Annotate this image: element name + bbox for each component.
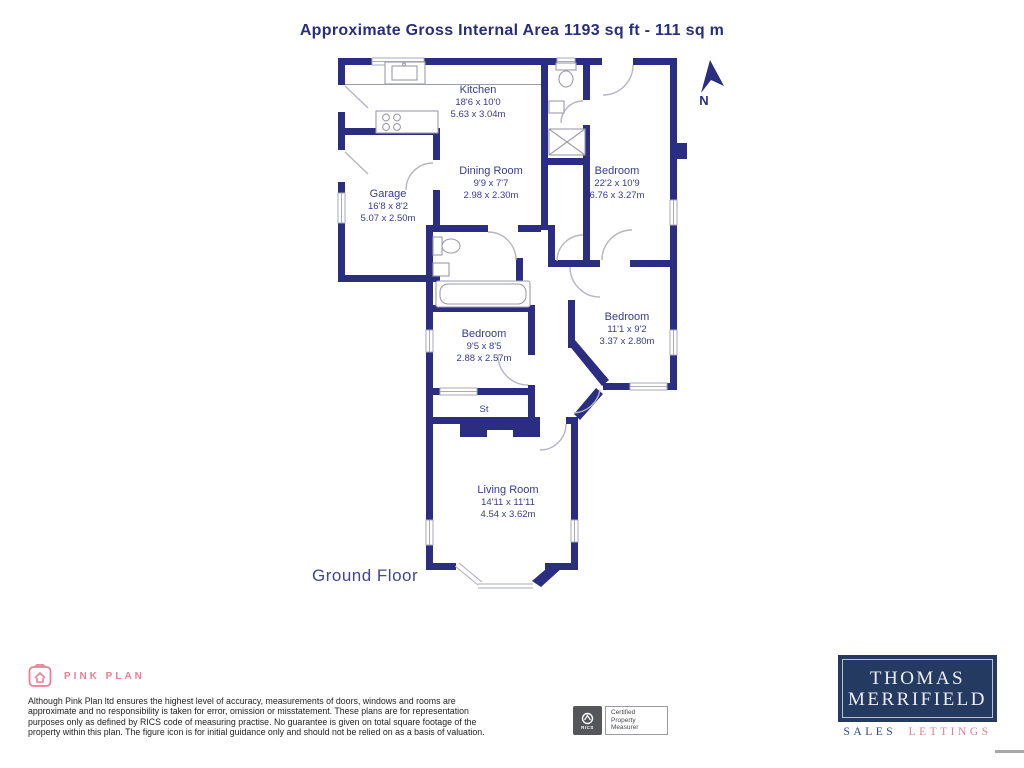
svg-text:6.76 x 3.27m: 6.76 x 3.27m [590,190,645,201]
svg-text:Dining Room: Dining Room [459,165,523,177]
svg-text:Living Room: Living Room [477,484,538,496]
room-label-bedroom2: Bedroom 11'1 x 9'2 3.37 x 2.80m [600,311,655,347]
svg-text:2.98 x 2.30m: 2.98 x 2.30m [464,190,519,201]
svg-text:5.07 x 2.50m: 5.07 x 2.50m [361,213,416,224]
bathtub-icon [435,280,531,308]
disclaimer-line: Although Pink Plan ltd ensures the highe… [28,696,456,706]
wc-basin-icon [548,100,565,114]
agency-logo: THOMAS MERRIFIELD [838,655,997,722]
pink-plan-branding: PINK PLAN [28,664,145,688]
svg-text:18'6 x 10'0: 18'6 x 10'0 [455,97,500,108]
page-corner-mark [995,750,1024,753]
bathroom-basin-icon [432,262,450,277]
svg-text:22'2 x 10'9: 22'2 x 10'9 [594,178,639,189]
svg-text:3.37 x 2.80m: 3.37 x 2.80m [600,336,655,347]
svg-text:Kitchen: Kitchen [460,84,497,96]
room-label-living: Living Room 14'11 x 11'11 4.54 x 3.62m [477,484,538,520]
svg-text:Bedroom: Bedroom [595,165,640,177]
disclaimer-line: property within this plan. The figure ic… [28,727,485,738]
svg-text:9'5 x 8'5: 9'5 x 8'5 [467,341,502,352]
room-label-store: St [480,404,489,415]
room-label-bedroom1: Bedroom 22'2 x 10'9 6.76 x 3.27m [590,165,645,201]
svg-text:5.63 x 3.04m: 5.63 x 3.04m [451,109,506,120]
agency-tagline: SALES LETTINGS [838,726,997,738]
room-label-kitchen: Kitchen 18'6 x 10'0 5.63 x 3.04m [451,84,506,120]
pink-plan-brand-text: PINK PLAN [64,670,145,682]
room-label-garage: Garage 16'8 x 8'2 5.07 x 2.50m [361,188,416,224]
page-title: Approximate Gross Internal Area 1193 sq … [299,22,725,39]
svg-text:16'8 x 8'2: 16'8 x 8'2 [368,201,408,212]
floorplan-walls [338,58,687,587]
agency-name-line2: MERRIFIELD [848,688,987,710]
svg-text:11'1 x 9'2: 11'1 x 9'2 [607,324,646,335]
rics-logo-icon: RICS [573,706,602,735]
door-swings [344,64,634,451]
floor-label: Ground Floor [312,566,418,585]
tagline-lettings: LETTINGS [908,726,992,738]
svg-text:2.88 x 2.57m: 2.88 x 2.57m [457,353,512,364]
pink-plan-logo-icon [28,664,52,687]
disclaimer-text: Although Pink Plan ltd ensures the highe… [28,696,576,738]
hob-icon [375,110,439,134]
shower-icon [548,128,586,156]
agency-name-line1: THOMAS [869,667,966,689]
svg-text:9'9 x 7'7: 9'9 x 7'7 [474,178,509,189]
wc-toilet-icon [555,62,577,88]
north-arrow-icon [701,60,724,93]
svg-text:Garage: Garage [370,188,407,200]
rics-label: Certified Property Measurer [605,706,668,735]
svg-text:14'11 x 11'11: 14'11 x 11'11 [481,497,535,508]
room-label-dining: Dining Room 9'9 x 7'7 2.98 x 2.30m [459,165,523,201]
svg-text:4.54 x 3.62m: 4.54 x 3.62m [481,509,536,520]
north-label: N [699,93,708,108]
svg-text:Bedroom: Bedroom [605,311,650,323]
kitchen-sink-icon [345,61,541,86]
rics-badge: RICS Certified Property Measurer [573,706,668,735]
tagline-sales: SALES [843,726,897,738]
room-label-bedroom3: Bedroom 9'5 x 8'5 2.88 x 2.57m [457,328,512,364]
disclaimer-line: purposes only as defined by RICS code of… [28,716,477,727]
svg-text:Bedroom: Bedroom [462,328,507,340]
disclaimer-line: approximate and no responsibility is tak… [28,706,469,717]
bathroom-toilet-icon [432,236,461,256]
